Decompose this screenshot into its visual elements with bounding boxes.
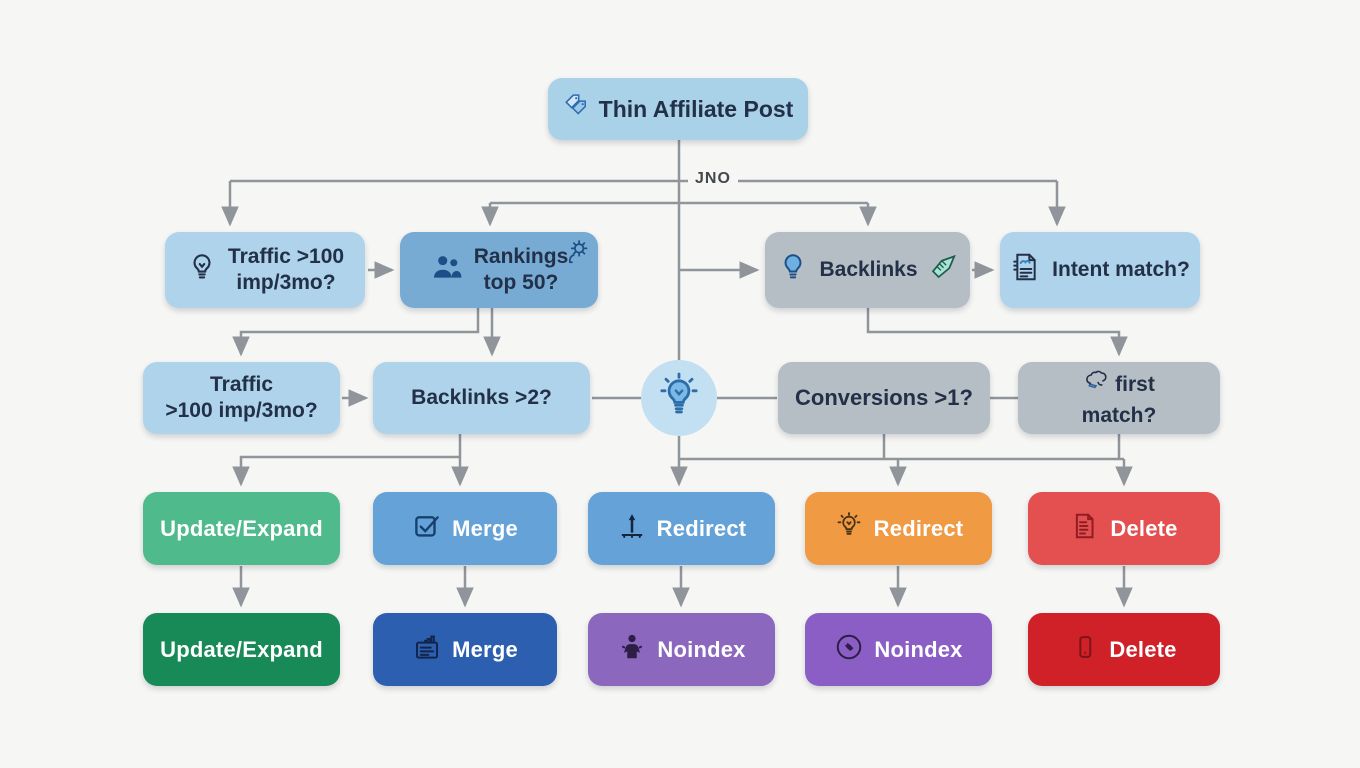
action-noindex-2: Noindex xyxy=(805,613,992,686)
node-intent-match: Intent match? xyxy=(1000,232,1200,308)
action-label: Redirect xyxy=(873,515,964,541)
node-first-match: first match? xyxy=(1018,362,1220,434)
document-icon xyxy=(1010,251,1042,289)
phone-icon xyxy=(1071,633,1099,667)
action-label: Delete xyxy=(1109,636,1177,662)
action-label: Noindex xyxy=(874,636,963,662)
action-delete-2: Delete xyxy=(1028,613,1220,686)
action-label: Delete xyxy=(1110,515,1178,541)
phone-circle-icon xyxy=(834,632,864,668)
node-label-line2: imp/3mo? xyxy=(236,271,336,294)
branch-label: JNO xyxy=(688,170,738,188)
person-icon xyxy=(617,632,647,668)
node-label: Intent match? xyxy=(1052,258,1190,281)
node-label-line1: Traffic xyxy=(209,373,274,397)
document-lines-icon xyxy=(1070,511,1100,547)
lightbulb-dark-icon xyxy=(834,511,864,547)
node-label-line1: first xyxy=(1115,373,1155,397)
signpost-icon xyxy=(617,511,647,547)
action-update-expand-1: Update/Expand xyxy=(143,492,340,565)
node-label-line1: Traffic >100 xyxy=(227,245,345,269)
node-traffic-impressions-mid: Traffic >100 imp/3mo? xyxy=(143,362,340,434)
gear-icon xyxy=(561,239,591,275)
action-redirect-1: Redirect xyxy=(588,492,775,565)
node-traffic-impressions-top: Traffic >100 imp/3mo? xyxy=(165,232,365,308)
action-label: Update/Expand xyxy=(160,636,323,662)
node-thin-affiliate-post: Thin Affiliate Post xyxy=(548,78,808,140)
action-label: Update/Expand xyxy=(160,515,323,541)
action-merge-1: Merge xyxy=(373,492,557,565)
lightbulb-icon xyxy=(186,251,218,289)
node-label-line2: >100 imp/3mo? xyxy=(165,399,318,422)
checkbox-icon xyxy=(412,511,442,547)
action-update-expand-2: Update/Expand xyxy=(143,613,340,686)
lightbulb-blue-icon xyxy=(777,251,809,289)
node-label-line2: match? xyxy=(1081,403,1157,427)
people-icon xyxy=(430,250,464,290)
action-delete-1: Delete xyxy=(1028,492,1220,565)
action-redirect-2: Redirect xyxy=(805,492,992,565)
action-label: Merge xyxy=(452,636,518,662)
node-label: Backlinks xyxy=(819,258,918,281)
action-label: Redirect xyxy=(656,515,747,541)
writing-hand-icon xyxy=(928,252,958,288)
node-label-line1: Rankings xyxy=(473,245,569,269)
brain-icon xyxy=(1083,368,1111,403)
node-conversions: Conversions >1? xyxy=(778,362,990,434)
node-label: Backlinks >2? xyxy=(411,386,552,409)
node-backlinks-top: Backlinks xyxy=(765,232,970,308)
node-backlinks-threshold: Backlinks >2? xyxy=(373,362,590,434)
node-label-line2: top 50? xyxy=(483,271,559,294)
node-label: Conversions >1? xyxy=(795,385,973,410)
lightbulb-rays-icon xyxy=(655,372,703,425)
node-label: Thin Affiliate Post xyxy=(598,95,794,122)
action-label: Merge xyxy=(452,515,518,541)
action-noindex-1: Noindex xyxy=(588,613,775,686)
node-rankings-top50: Rankings top 50? xyxy=(400,232,598,308)
action-merge-2: Merge xyxy=(373,613,557,686)
hub-circle xyxy=(641,360,717,436)
tags-icon xyxy=(563,93,589,125)
action-label: Noindex xyxy=(657,636,746,662)
clipboard-chart-icon xyxy=(412,632,442,668)
